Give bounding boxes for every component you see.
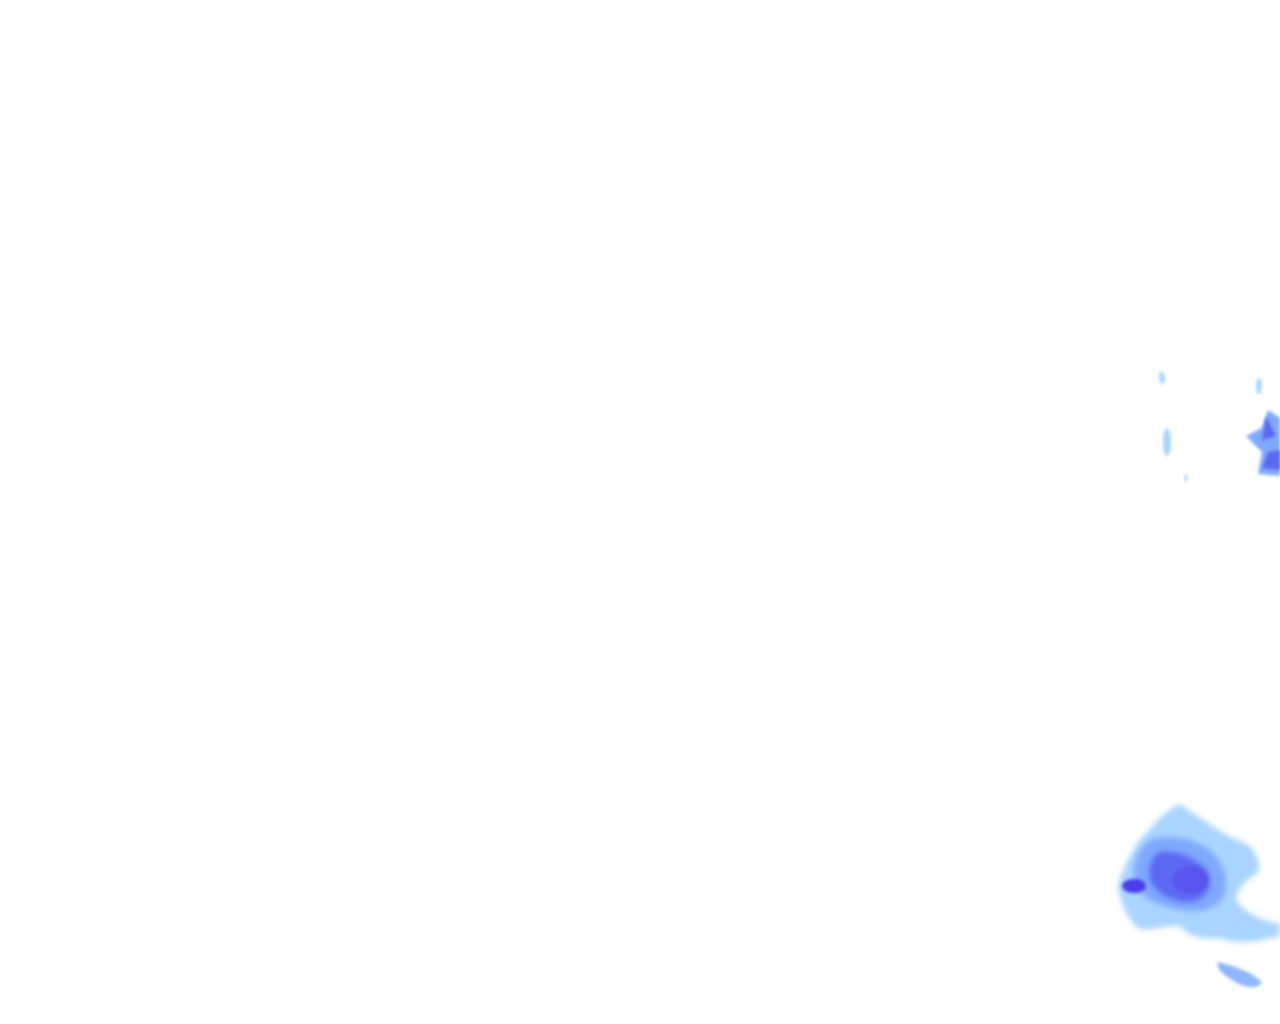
precip-speck (1163, 428, 1171, 456)
precip-echo-intense (1122, 879, 1146, 893)
precip-speck (1238, 847, 1250, 857)
precipitation-cell-upper (1159, 372, 1280, 482)
precip-speck (1256, 378, 1262, 394)
precipitation-cell-lower (1118, 804, 1280, 988)
precip-echo-light (1217, 962, 1262, 988)
precip-echo-intense (1172, 866, 1208, 894)
precip-echo-intense (1262, 416, 1280, 470)
precip-speck (1159, 372, 1165, 384)
precip-speck (1184, 474, 1188, 482)
